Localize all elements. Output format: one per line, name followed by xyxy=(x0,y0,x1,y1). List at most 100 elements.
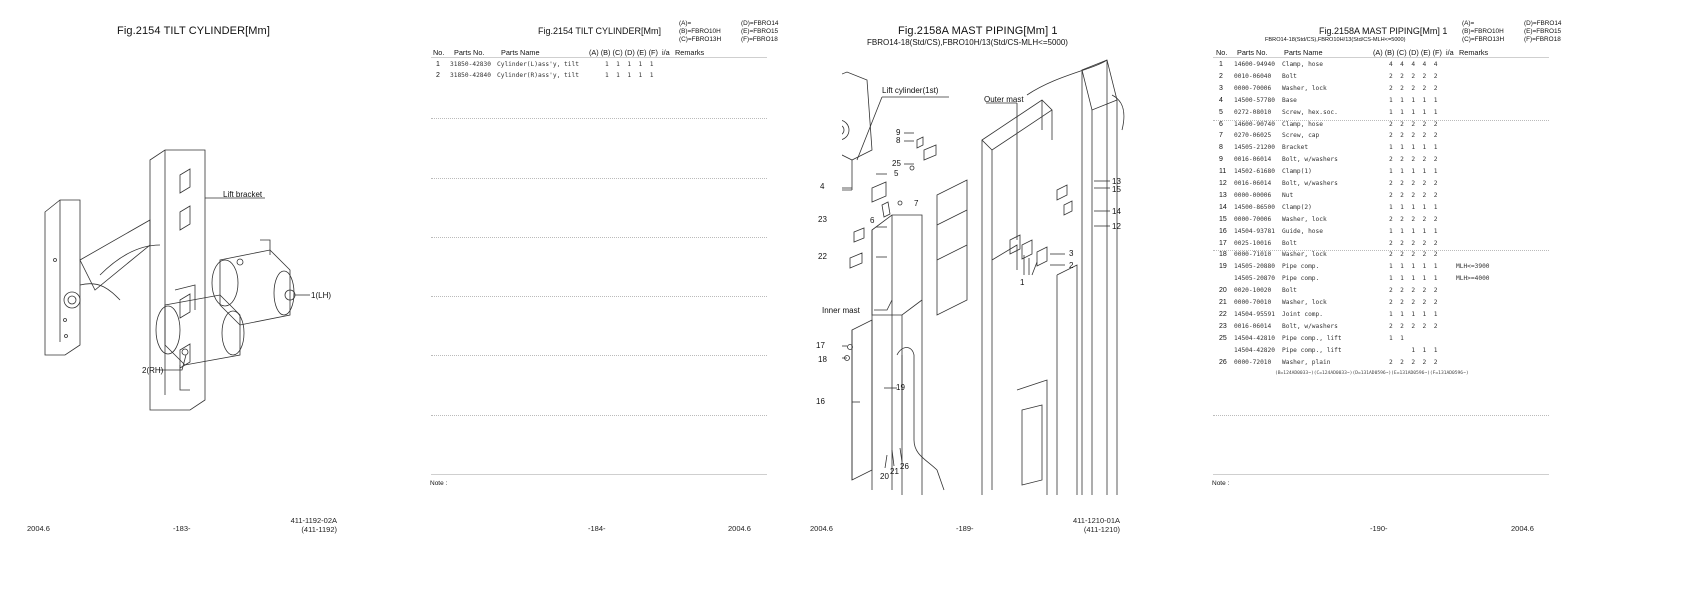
model-f: (F)=FBRO18 xyxy=(741,36,778,43)
row-qty: 1 1 1 1 1 xyxy=(605,61,654,68)
footer-date: 2004.6 xyxy=(728,524,751,533)
table-row: 2 31850-42840 Cylinder(R)ass'y, tilt 1 1… xyxy=(421,72,842,83)
page-183: Fig.2154 TILT CYLINDER[Mm] xyxy=(0,0,421,595)
row-parts-no: 14500-86500 xyxy=(1234,203,1275,211)
row-no: 12 xyxy=(1219,180,1227,187)
callout-25: 25 xyxy=(892,159,901,168)
row-qty: 4 4 4 4 4 xyxy=(1389,61,1438,68)
col-remarks: Remarks xyxy=(675,48,705,57)
row-parts-name: Bolt xyxy=(1282,72,1297,80)
col-ia: i/a xyxy=(1446,48,1454,57)
callout-20: 20 xyxy=(880,472,889,481)
callout-12: 12 xyxy=(1112,222,1121,231)
model-legend: (A)=(D)=FBRO14 (B)=FBRO10H(E)=FBRO15 (C)… xyxy=(1462,20,1561,44)
col-remarks: Remarks xyxy=(1459,48,1489,57)
row-parts-name: Clamp, hose xyxy=(1282,61,1323,68)
footer-code-ref: (411-1210) xyxy=(1083,525,1120,534)
row-parts-name: Clamp(2) xyxy=(1282,203,1312,211)
label-lift-bracket: Lift bracket xyxy=(223,190,263,199)
figure-title: Fig.2154 TILT CYLINDER[Mm] xyxy=(538,26,662,36)
row-parts-name: Pipe comp., lift xyxy=(1282,346,1342,354)
row-no: 21 xyxy=(1219,299,1227,306)
callout-6: 6 xyxy=(870,216,875,225)
callout-23: 23 xyxy=(818,215,827,224)
callout-8: 8 xyxy=(896,136,901,145)
row-parts-no: 14504-42810 xyxy=(1234,334,1275,342)
row-qty: 1 1 1 xyxy=(1389,346,1438,354)
callout-18: 18 xyxy=(818,355,827,364)
footer-code-ref: (411-1192) xyxy=(301,525,337,534)
page-184: Fig.2154 TILT CYLINDER[Mm] (A)=(D)=FBRO1… xyxy=(421,0,842,595)
row-qty: 1 1 1 1 1 xyxy=(1389,96,1438,104)
footer-page-number: -189- xyxy=(956,524,974,533)
divider xyxy=(431,178,767,179)
callout-16: 16 xyxy=(816,397,825,406)
model-e: (E)=FBRO15 xyxy=(741,28,779,35)
row-parts-name: Bolt, w/washers xyxy=(1282,180,1338,187)
model-a: (A)= xyxy=(1462,20,1475,27)
row-qty: 1 1 xyxy=(1389,334,1404,342)
row-parts-name: Pipe comp., lift xyxy=(1282,334,1342,342)
row-no: 14 xyxy=(1219,203,1227,211)
divider xyxy=(1213,250,1549,252)
row-qty: 1 1 1 1 1 xyxy=(1389,144,1438,152)
figure-subtitle: FBRO14-18(Std/CS),FBRO10H/13(Std/CS-MLH<… xyxy=(1265,37,1406,43)
row-no: 1 xyxy=(436,61,440,68)
model-e: (E)=FBRO15 xyxy=(1524,28,1562,35)
row-qty: 2 2 2 2 2 xyxy=(1389,72,1438,80)
table-row: 1 31850-42830 Cylinder(L)ass'y, tilt 1 1… xyxy=(421,61,842,72)
row-no: 1 xyxy=(1219,61,1223,68)
footer-page-number: -184- xyxy=(588,524,606,533)
row-remarks: MLH>=4000 xyxy=(1456,275,1490,283)
row-no: 2 xyxy=(1219,72,1223,80)
callout-21: 21 xyxy=(890,467,899,476)
callout-19: 19 xyxy=(896,383,905,392)
row-parts-name: Cylinder(L)ass'y, tilt xyxy=(497,61,579,68)
label-inner-mast: Inner mast xyxy=(822,306,860,315)
row-qty: 1 1 1 1 1 xyxy=(1389,263,1438,271)
col-parts-name: Parts Name xyxy=(1284,48,1323,57)
col-models: (A) (B) (C) (D) (E) (F) xyxy=(1373,48,1442,57)
row-parts-name: Screw, cap xyxy=(1282,132,1320,140)
row-parts-name: Washer, lock xyxy=(1282,84,1327,92)
col-parts-name: Parts Name xyxy=(501,48,540,57)
row-parts-no: 0270-06025 xyxy=(1234,132,1272,140)
row-no: 7 xyxy=(1219,132,1223,140)
page-190: Fig.2158A MAST PIPING[Mm] 1 FBRO14-18(St… xyxy=(1212,0,1684,595)
callout-3: 3 xyxy=(1069,249,1074,258)
row-parts-no: 0016-06014 xyxy=(1234,156,1272,164)
tilt-cylinder-illustration xyxy=(44,149,310,411)
note-label: Note : xyxy=(1212,480,1230,487)
callout-2: 2 xyxy=(1069,261,1074,270)
row-parts-name: Bolt, w/washers xyxy=(1282,156,1338,164)
row-no: 8 xyxy=(1219,144,1223,152)
callout-1: 1 xyxy=(1020,278,1025,287)
row-no: 3 xyxy=(1219,84,1223,92)
row-parts-name: Bracket xyxy=(1282,144,1309,152)
footer-page-number: -190- xyxy=(1370,524,1388,533)
row-no: 16 xyxy=(1219,227,1227,235)
row-parts-no: 0010-06040 xyxy=(1234,72,1272,80)
header-rule xyxy=(431,57,767,58)
row-qty: 2 2 2 2 2 xyxy=(1389,251,1438,259)
divider xyxy=(431,296,767,297)
row-qty: 1 1 1 1 1 xyxy=(1389,203,1438,211)
row-qty: 2 2 2 2 2 xyxy=(1389,120,1438,128)
row-parts-name: Bolt, w/washers xyxy=(1282,322,1338,330)
divider xyxy=(431,355,767,356)
serial-range-note: (B=124AD0033~)(C=124AD0033~)(D=131AD0596… xyxy=(1275,371,1469,376)
footer-code: 411-1192-02A xyxy=(290,516,337,525)
footer-page-number: -183- xyxy=(173,524,191,533)
